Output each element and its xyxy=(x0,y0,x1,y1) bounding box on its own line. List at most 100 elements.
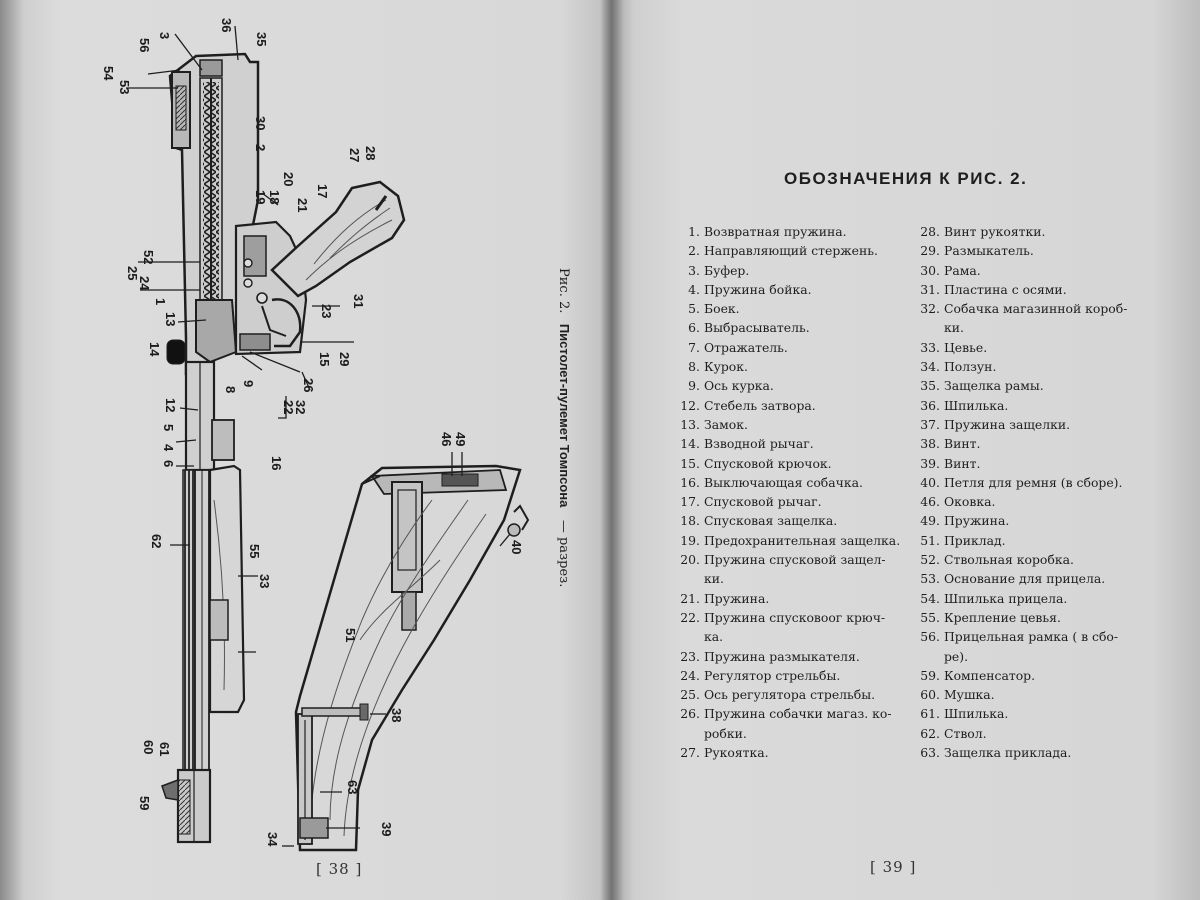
legend-item-text: Цевье. xyxy=(944,339,988,355)
callout: 51 xyxy=(343,628,358,642)
legend-item-text: Пружина бойка. xyxy=(704,281,812,297)
figure-caption-title: Пистолет-пулемет Томпсона xyxy=(557,324,572,508)
legend-item-text: Буфер. xyxy=(704,262,750,278)
legend-column-2: 28.Винт рукоятки.29.Размыкатель.30.Рама.… xyxy=(904,222,1127,762)
callout: 20 xyxy=(281,172,296,186)
legend-item: 56.Прицельная рамка ( в сбо- xyxy=(904,627,1124,646)
callout: 6 xyxy=(161,460,176,467)
legend-item-number: 61. xyxy=(920,706,940,722)
legend-item-number: 52. xyxy=(920,552,940,568)
legend-item-text: Замок. xyxy=(704,416,748,432)
callout: 25 xyxy=(125,266,140,280)
legend-item: 14.Взводной рычаг. xyxy=(664,434,904,453)
legend-item-text: Отражатель. xyxy=(704,339,788,355)
legend-item-number: 3. xyxy=(688,262,700,278)
legend-item-number: 59. xyxy=(920,667,940,683)
legend-item-text: Пружина спусковой защел- xyxy=(704,552,886,568)
callout: 15 xyxy=(317,352,332,366)
legend-item-number: 2. xyxy=(688,243,700,259)
callout: 16 xyxy=(269,456,284,470)
legend-item-text: Пружина размыкателя. xyxy=(704,648,860,664)
legend-item-number: 20. xyxy=(680,552,700,568)
legend-item-text: Стебель затвора. xyxy=(704,397,816,413)
legend-item-text: ки. xyxy=(704,571,724,587)
legend-item: 7.Отражатель. xyxy=(664,338,904,357)
legend-item: 30.Рама. xyxy=(904,261,1124,280)
callout: 8 xyxy=(223,386,238,393)
legend-item-number: 9. xyxy=(688,378,700,394)
legend-item: 61.Шпилька. xyxy=(904,704,1124,723)
legend-item: 18.Спусковая защелка. xyxy=(664,511,904,530)
legend-item: робки. xyxy=(664,724,904,743)
legend-item-number: 30. xyxy=(920,262,940,278)
legend-item-text: Защелка рамы. xyxy=(944,378,1044,394)
callout: 59 xyxy=(137,796,152,810)
legend-item-number: 55. xyxy=(920,609,940,625)
callout: 19 xyxy=(253,190,268,204)
legend-item-text: Выбрасыватель. xyxy=(704,320,810,336)
legend-item-text: Ось курка. xyxy=(704,378,774,394)
legend-item: 54.Шпилька прицела. xyxy=(904,589,1124,608)
callout: 2 xyxy=(253,144,268,151)
legend-item: 52.Ствольная коробка. xyxy=(904,550,1124,569)
legend-item-number: 6. xyxy=(688,320,700,336)
legend-item-number: 24. xyxy=(680,667,700,683)
callout: 34 xyxy=(265,832,280,847)
legend-item-text: Петля для ремня (в сборе). xyxy=(944,474,1123,490)
callout: 56 xyxy=(137,38,152,52)
legend-item-number: 32. xyxy=(920,301,940,317)
legend-item-number: 19. xyxy=(680,532,700,548)
callout: 29 xyxy=(337,352,352,366)
legend-item: ре). xyxy=(904,647,1124,666)
legend-item-text: Размыкатель. xyxy=(944,243,1034,259)
legend-item-text: Шпилька прицела. xyxy=(944,590,1068,606)
page-number-left: [ 38 ] xyxy=(316,860,363,878)
legend-item-number: 23. xyxy=(680,648,700,664)
legend-item-text: Крепление цевья. xyxy=(944,609,1061,625)
legend-item-text: Приклад. xyxy=(944,532,1006,548)
legend-item: 62.Ствол. xyxy=(904,724,1124,743)
legend-item-text: Оковка. xyxy=(944,494,996,510)
callout: 17 xyxy=(315,184,330,198)
legend-item: 20.Пружина спусковой защел- xyxy=(664,550,904,569)
legend-item: 35.Защелка рамы. xyxy=(904,376,1124,395)
callout: 32 xyxy=(293,400,308,414)
legend-item-number: 49. xyxy=(920,513,940,529)
legend-item: 22.Пружина спусковоог крюч- xyxy=(664,608,904,627)
callout: 52 xyxy=(141,250,156,264)
legend-item-number: 60. xyxy=(920,687,940,703)
legend-item: 27.Рукоятка. xyxy=(664,743,904,762)
legend-item-number: 8. xyxy=(688,359,700,375)
callout: 21 xyxy=(295,198,310,212)
legend-item-text: Компенсатор. xyxy=(944,667,1036,683)
callout: 28 xyxy=(363,146,378,160)
callout: 4 xyxy=(161,444,176,452)
legend-item-text: Рама. xyxy=(944,262,981,278)
legend-item-text: Боек. xyxy=(704,301,740,317)
thompson-cutaway-figure: 56 3 36 35 54 53 30 2 27 28 20 19 18 17 … xyxy=(101,18,573,852)
legend-item: 49.Пружина. xyxy=(904,511,1124,530)
legend-item-text: Шпилька. xyxy=(944,397,1009,413)
legend-item-number: 18. xyxy=(680,513,700,529)
leader-lines xyxy=(126,25,354,653)
legend-item: 53.Основание для прицела. xyxy=(904,569,1124,588)
legend-item-text: Пружина спусковоог крюч- xyxy=(704,609,886,625)
legend-item-number: 25. xyxy=(680,687,700,703)
legend-item-number: 51. xyxy=(920,532,940,548)
stock-section xyxy=(294,464,530,852)
legend-item: 6.Выбрасыватель. xyxy=(664,318,904,337)
legend-item: 25.Ось регулятора стрельбы. xyxy=(664,685,904,704)
legend-item: 29.Размыкатель. xyxy=(904,241,1124,260)
callout: 12 xyxy=(163,398,178,412)
callout: 23 xyxy=(319,304,334,318)
callout: 55 xyxy=(247,544,262,558)
left-page: 56 3 36 35 54 53 30 2 27 28 20 19 18 17 … xyxy=(0,0,612,900)
callout: 14 xyxy=(147,342,162,357)
figure-caption-prefix: Рис. 2. xyxy=(556,268,571,313)
figure-caption: Рис. 2. Пистолет-пулемет Томпсона — разр… xyxy=(556,268,573,587)
legend-item: 31.Пластина с осями. xyxy=(904,280,1124,299)
callout: 26 xyxy=(301,378,316,392)
legend-item-text: Прицельная рамка ( в сбо- xyxy=(944,629,1119,645)
legend-item-number: 16. xyxy=(680,474,700,490)
